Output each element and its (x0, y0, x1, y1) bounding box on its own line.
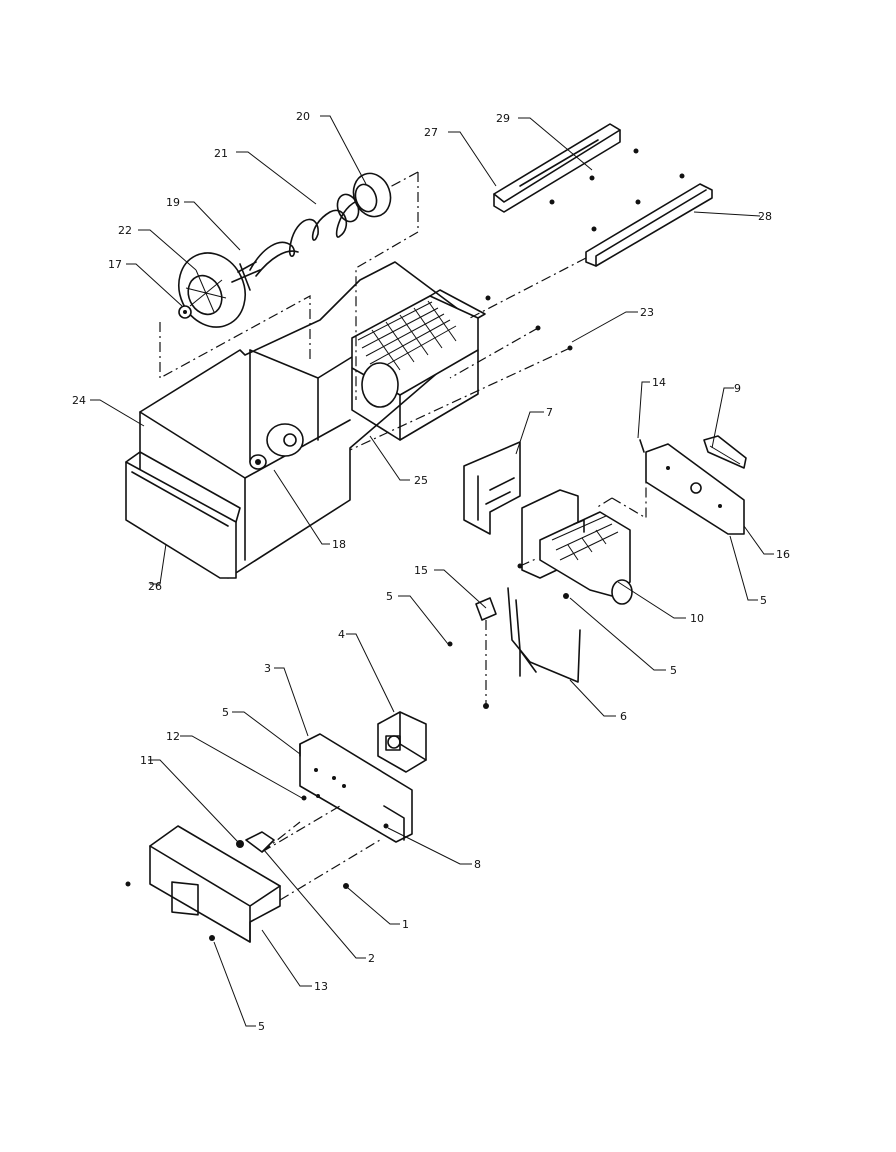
part-label-5-mid-left: 5 (386, 590, 393, 603)
part-label-28: 28 (758, 210, 772, 223)
leader-lines (90, 115, 774, 1027)
part-label-13: 13 (314, 980, 328, 993)
part-label-2: 2 (368, 952, 375, 965)
part-label-5-bottom: 5 (258, 1020, 265, 1033)
part-label-5-mid-right: 5 (670, 664, 677, 677)
part-label-10: 10 (690, 612, 704, 625)
part-label-18: 18 (332, 538, 346, 551)
part-label-3: 3 (264, 662, 271, 675)
part-label-4: 4 (338, 628, 345, 641)
part-labels: 20 21 19 22 17 27 29 28 23 24 25 18 26 7… (72, 110, 790, 1033)
part-label-24: 24 (72, 394, 86, 407)
part-label-27: 27 (424, 126, 438, 139)
part-label-29: 29 (496, 112, 510, 125)
ice-maker-assembly (447, 435, 747, 709)
part-label-19: 19 (166, 196, 180, 209)
part-label-5-right: 5 (760, 594, 767, 607)
part-label-11: 11 (140, 754, 154, 767)
part-label-21: 21 (214, 147, 228, 160)
part-label-9: 9 (734, 382, 741, 395)
part-label-12: 12 (166, 730, 180, 743)
part-label-14: 14 (652, 376, 666, 389)
part-label-15: 15 (414, 564, 428, 577)
part-label-25: 25 (414, 474, 428, 487)
part-label-5-lower: 5 (222, 706, 229, 719)
part-label-1: 1 (402, 918, 409, 931)
rail-parts (349, 123, 713, 451)
part-label-8: 8 (474, 858, 481, 871)
part-label-23: 23 (640, 306, 654, 319)
motor-housing-assembly (125, 711, 427, 943)
ice-bucket-assembly (125, 261, 486, 579)
part-label-6: 6 (620, 710, 627, 723)
part-label-7: 7 (546, 406, 553, 419)
part-label-20: 20 (296, 110, 310, 123)
part-label-17: 17 (108, 258, 122, 271)
part-label-22: 22 (118, 224, 132, 237)
part-label-16: 16 (776, 548, 790, 561)
part-label-26: 26 (148, 580, 162, 593)
auger-parts (159, 171, 419, 400)
